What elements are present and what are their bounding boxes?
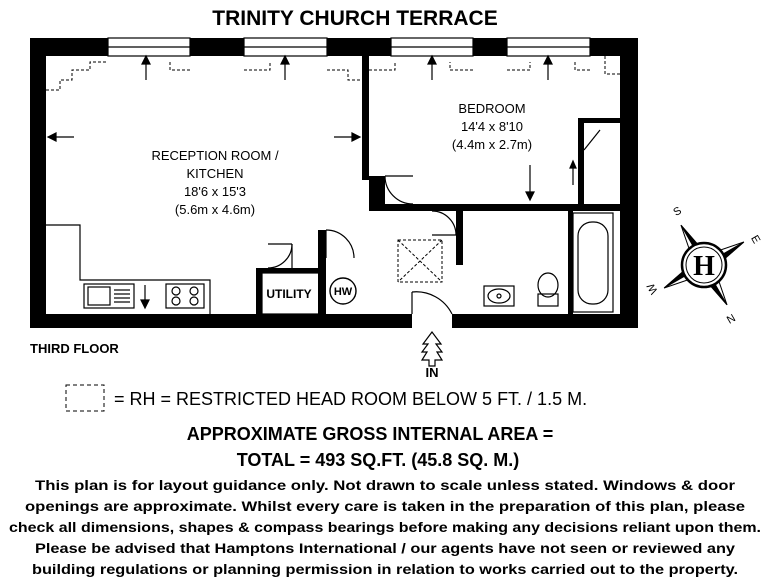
disclaimer-line: Please be advised that Hamptons Internat… (35, 541, 736, 556)
compass-point-n: N (724, 311, 737, 325)
walls (30, 38, 638, 328)
disclaimer-line: building regulations or planning permiss… (32, 562, 738, 577)
area-line1: APPROXIMATE GROSS INTERNAL AREA = (187, 424, 554, 444)
bedroom-label: BEDROOM 14'4 x 8'10 (4.4m x 2.7m) (452, 101, 532, 152)
compass-point-w: W (645, 280, 661, 296)
toilet-icon (537, 272, 559, 307)
hob-icon (165, 283, 205, 309)
entrance-arrow-icon (420, 331, 444, 367)
legend-text: = RH = RESTRICTED HEAD ROOM BELOW 5 FT. … (114, 389, 587, 409)
reception-name-line2: KITCHEN (186, 166, 243, 181)
basin-icon (483, 285, 515, 307)
utility-cupboard: UTILITY (261, 272, 323, 315)
restricted-headroom-marker (397, 239, 443, 283)
floor-label: THIRD FLOOR (30, 341, 119, 356)
bedroom-dim-imperial: 14'4 x 8'10 (461, 119, 523, 134)
doors (267, 129, 601, 315)
reception-dim-metric: (5.6m x 4.6m) (175, 202, 255, 217)
reception-room-label: RECEPTION ROOM / KITCHEN 18'6 x 15'3 (5.… (151, 148, 279, 217)
disclaimer-line: check all dimensions, shapes & compass b… (9, 520, 761, 535)
kitchen-sink-icon (83, 283, 135, 309)
entrance-label: IN (426, 365, 439, 380)
hot-water-cylinder: HW (329, 277, 357, 305)
ceiling-arrows (46, 54, 577, 310)
bedroom-dim-metric: (4.4m x 2.7m) (452, 137, 532, 152)
plan-title: TRINITY CHURCH TERRACE (212, 7, 497, 30)
reception-name-line1: RECEPTION ROOM / (151, 148, 279, 163)
bedroom-name: BEDROOM (458, 101, 525, 116)
restricted-headroom-zones (46, 56, 620, 91)
bath-icon (572, 212, 614, 313)
restricted-headroom-legend-swatch (65, 384, 105, 412)
compass-rose-icon: H S E W N (645, 205, 762, 326)
disclaimer-line: openings are approximate. Whilst every c… (25, 499, 745, 514)
reception-dim-imperial: 18'6 x 15'3 (184, 184, 246, 199)
utility-label: UTILITY (266, 287, 311, 301)
bathroom-fixtures (483, 212, 614, 313)
area-line2: TOTAL = 493 SQ.FT. (45.8 SQ. M.) (237, 450, 520, 470)
compass-point-e: E (748, 233, 762, 245)
disclaimer: This plan is for layout guidance only. N… (9, 478, 761, 577)
compass-point-s: S (671, 205, 683, 219)
compass-letter: H (693, 251, 715, 282)
disclaimer-line: This plan is for layout guidance only. N… (35, 478, 736, 493)
hw-label: HW (334, 286, 353, 298)
kitchen-units (46, 224, 211, 314)
